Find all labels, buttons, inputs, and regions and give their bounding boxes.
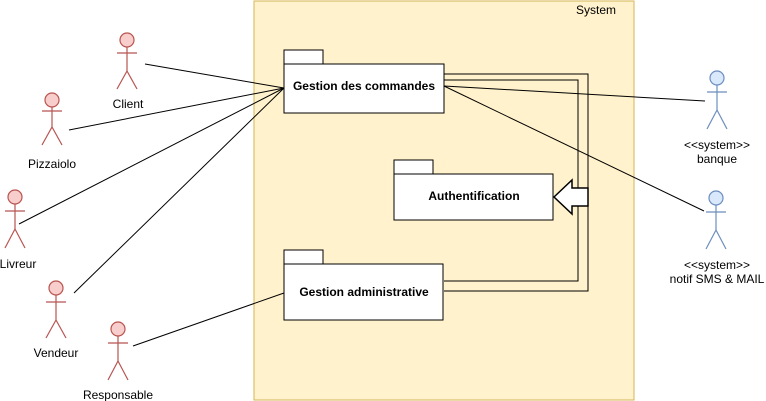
- actor-head: [119, 32, 135, 48]
- actor-vendeur[interactable]: [45, 280, 67, 339]
- connector-commandes-auth-inner: [444, 79, 579, 282]
- package-label: Authentification: [428, 189, 519, 203]
- actor-livreur-label: Livreur: [0, 257, 36, 271]
- actor-head: [110, 321, 126, 337]
- actor-head: [44, 92, 60, 108]
- actor-banque-stereotype: <<system>>: [684, 138, 750, 152]
- actor-head: [7, 189, 23, 205]
- assoc-client: [144, 63, 285, 89]
- actor-head: [48, 280, 64, 296]
- package-tab: [283, 49, 324, 65]
- package-label: Gestion administrative: [299, 285, 429, 299]
- package-label: Gestion des commandes: [293, 79, 435, 93]
- package-gestion-administrative[interactable]: Gestion administrative: [283, 249, 444, 321]
- assoc-notif: [443, 85, 705, 212]
- actor-banque[interactable]: [706, 70, 728, 130]
- association-lines: [18, 63, 706, 347]
- system-label: System: [576, 3, 616, 17]
- generalization-arrow-head: [552, 178, 589, 216]
- actor-pizzaiolo[interactable]: [41, 92, 63, 146]
- assoc-responsable: [132, 292, 285, 347]
- package-tab: [393, 159, 434, 175]
- actor-client[interactable]: [116, 32, 138, 90]
- actor-responsable-label: Responsable: [83, 388, 153, 401]
- package-tab: [283, 249, 324, 265]
- actor-notif-stereotype: <<system>>: [684, 258, 750, 272]
- connector-commandes-auth-outer: [444, 73, 589, 292]
- package-body: [283, 263, 444, 321]
- actor-responsable[interactable]: [107, 321, 129, 381]
- actor-client-label: Client: [113, 97, 144, 111]
- actor-banque-label: banque: [697, 152, 737, 166]
- actor-head: [709, 70, 725, 86]
- package-gestion-commandes[interactable]: Gestion des commandes: [283, 49, 445, 114]
- package-body: [393, 173, 554, 221]
- assoc-vendeur: [73, 87, 285, 294]
- package-authentification[interactable]: Authentification: [393, 159, 554, 221]
- actor-livreur[interactable]: [4, 189, 26, 249]
- actor-notif-label: notif SMS & MAIL: [670, 272, 765, 286]
- actor-pizzaiolo-label: Pizzaiolo: [28, 157, 76, 171]
- actor-vendeur-label: Vendeur: [34, 346, 79, 360]
- assoc-pizzaiolo: [68, 87, 285, 131]
- assoc-banque: [443, 85, 706, 102]
- assoc-livreur: [18, 87, 285, 225]
- actor-head: [708, 190, 724, 206]
- actor-notif[interactable]: [705, 190, 727, 250]
- package-body: [283, 63, 445, 114]
